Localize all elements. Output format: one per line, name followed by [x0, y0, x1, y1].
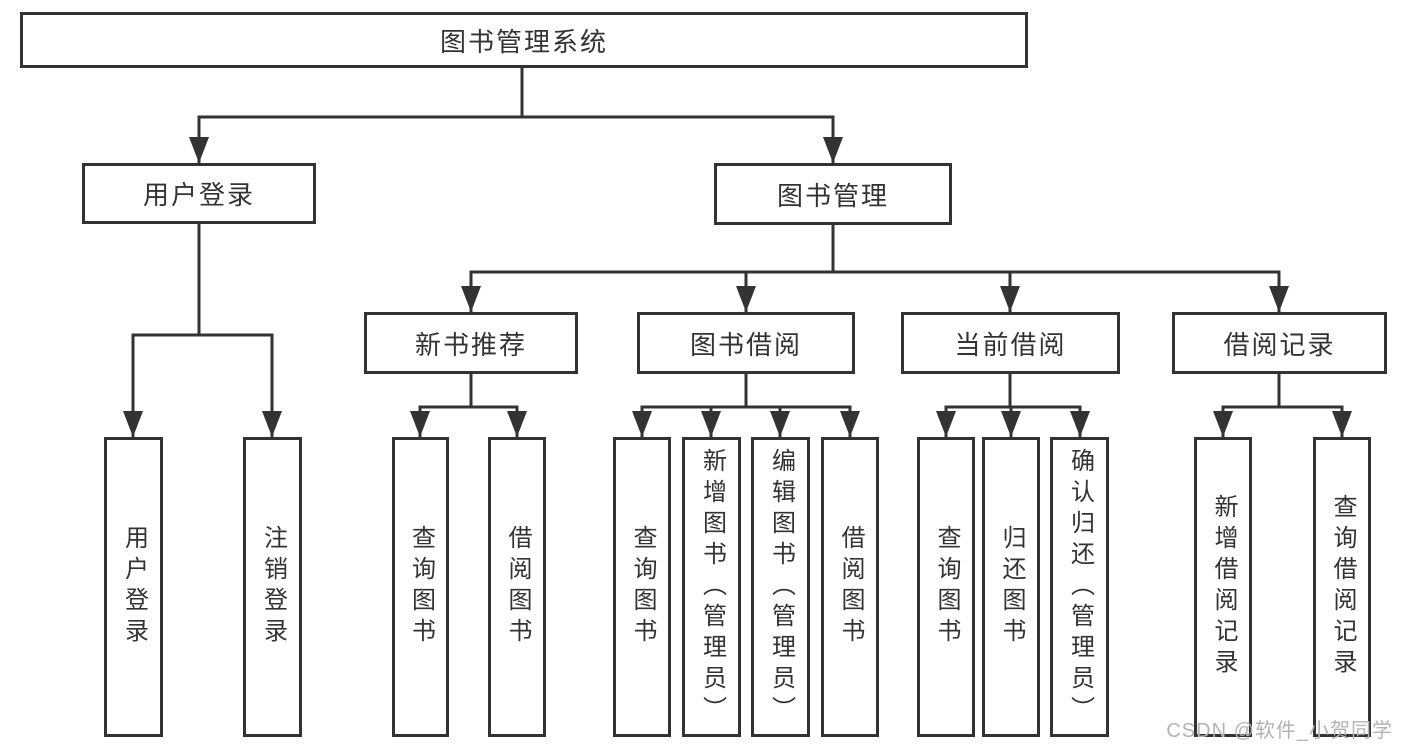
node-label: 新书推荐: [414, 329, 527, 360]
connector-book-management-children: [461, 223, 1289, 314]
node-label: 用户登录: [142, 180, 255, 210]
node-book-management: 图书管理: [714, 163, 952, 225]
node-new-book-recommendation: 新书推荐: [364, 312, 578, 374]
node-label: 图书管理: [776, 180, 889, 211]
node-label: 用户登录: [120, 525, 148, 649]
leaf-logout: 注销登录: [243, 437, 302, 737]
node-label: 当前借阅: [954, 329, 1067, 360]
node-label: 新增图书（管理员）: [698, 447, 726, 727]
node-label: 借阅图书: [504, 525, 531, 649]
leaf-add-borrow-record: 新增借阅记录: [1194, 437, 1252, 737]
leaf-query-books-borrow: 查询图书: [613, 437, 671, 737]
connector-current-borrow-children: [936, 372, 1090, 439]
node-current-borrowing: 当前借阅: [901, 312, 1120, 374]
connector-user-login-children: [123, 222, 282, 439]
node-label: 查询图书: [407, 525, 435, 649]
leaf-add-book-admin: 新增图书（管理员）: [682, 437, 741, 737]
node-label: 借阅图书: [837, 525, 864, 649]
node-borrowing-records: 借阅记录: [1172, 312, 1387, 374]
node-user-login: 用户登录: [82, 163, 316, 224]
leaf-return-book: 归还图书: [982, 437, 1040, 737]
node-label: 新增借阅记录: [1210, 494, 1237, 680]
node-label: 查询图书: [629, 525, 656, 649]
leaf-query-books-recommend: 查询图书: [392, 437, 449, 737]
connector-new-book-children: [410, 372, 527, 439]
connector-book-borrow-children: [632, 372, 860, 439]
node-label: 查询借阅记录: [1329, 494, 1356, 680]
leaf-borrow-books: 借阅图书: [821, 437, 879, 737]
node-label: 确认归还（管理员）: [1066, 447, 1094, 727]
csdn-watermark: CSDN @软件_小贺同学: [1166, 720, 1393, 742]
node-library-management-system: 图书管理系统: [20, 12, 1028, 68]
node-label: 图书借阅: [689, 329, 802, 360]
connector-root-to-level2: [189, 66, 843, 165]
leaf-confirm-return-admin: 确认归还（管理员）: [1050, 437, 1109, 737]
leaf-user-login: 用户登录: [104, 437, 163, 737]
node-label: 查询图书: [933, 525, 960, 649]
leaf-borrow-books-recommend: 借阅图书: [488, 437, 546, 737]
leaf-query-borrow-record: 查询借阅记录: [1313, 437, 1371, 737]
leaf-edit-book-admin: 编辑图书（管理员）: [751, 437, 810, 737]
node-label: 编辑图书（管理员）: [767, 447, 795, 727]
node-book-borrowing: 图书借阅: [637, 312, 855, 374]
node-label: 注销登录: [259, 525, 287, 649]
leaf-query-books-current: 查询图书: [917, 437, 975, 737]
node-label: 借阅记录: [1223, 329, 1336, 360]
node-label: 归还图书: [998, 525, 1025, 649]
connector-borrow-record-children: [1213, 372, 1352, 439]
node-label: 图书管理系统: [439, 26, 608, 57]
